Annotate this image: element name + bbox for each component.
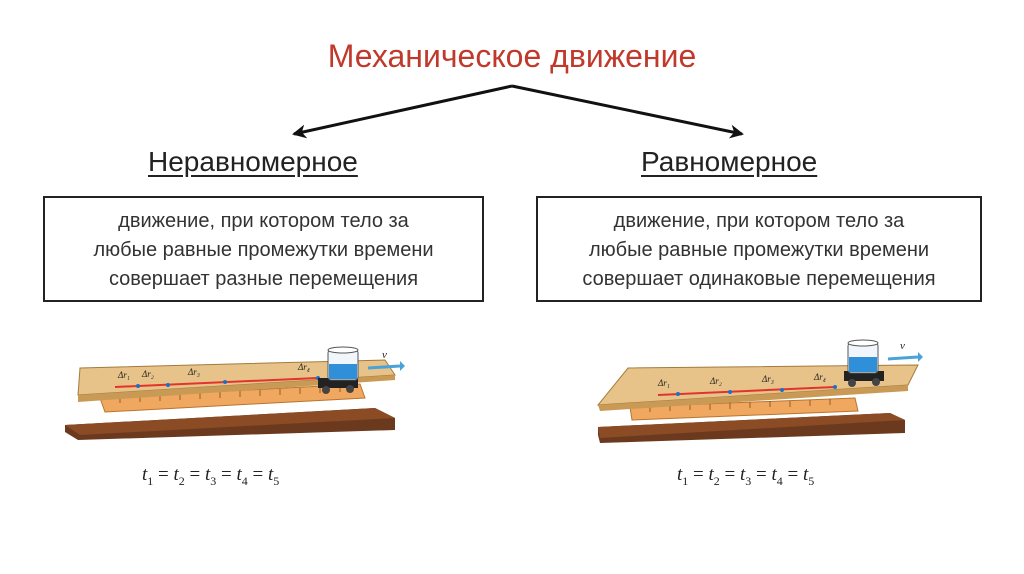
eq-symbol: t [677, 464, 683, 485]
eq-subscript: 2 [713, 473, 720, 488]
eq-symbol: t [268, 464, 274, 485]
definition-line: совершает одинаковые перемещения [582, 268, 936, 290]
arrow-to-nonuniform [292, 84, 513, 139]
time-equality-uniform: t1 = t2 = t3 = t4 = t5 [677, 464, 814, 489]
definition-line: любые равные промежутки времени [588, 239, 930, 261]
vector-label: Δr₃ [187, 367, 200, 377]
ruler [629, 397, 859, 421]
level-board-illustration: Δr₁ Δr₂ Δr₃ Δr₄ v [596, 339, 923, 443]
vector-label: Δr₃ [761, 374, 774, 384]
eq-subscript: 3 [210, 473, 217, 488]
eq-symbol: t [173, 464, 179, 485]
eq-subscript: 2 [178, 473, 185, 488]
definition-line: совершает разные перемещения [108, 268, 419, 290]
eq-operator: = [252, 464, 264, 485]
eq-operator: = [787, 464, 799, 485]
eq-subscript: 1 [147, 473, 154, 488]
eq-operator: = [158, 464, 169, 485]
definition-line: движение, при котором тело за [613, 210, 905, 232]
eq-operator: = [693, 464, 704, 485]
eq-subscript: 3 [745, 473, 752, 488]
eq-symbol: t [740, 464, 746, 485]
eq-subscript: 1 [682, 473, 689, 488]
vector-label: Δr₄ [813, 372, 826, 382]
eq-subscript: 5 [273, 473, 280, 488]
vector-label: Δr₁ [657, 378, 670, 388]
eq-subscript: 5 [808, 473, 815, 488]
definition-box-nonuniform: движение, при котором тело за любые равн… [43, 196, 484, 302]
eq-operator: = [756, 464, 767, 485]
trail-marks [676, 385, 837, 396]
definition-line: движение, при котором тело за [118, 210, 409, 232]
inclined-board-illustration: Δr₁ Δr₂ Δr₃ Δr₄ v [65, 346, 405, 440]
eq-symbol: t [803, 464, 809, 485]
page-title: Механическое движение [327, 38, 697, 74]
velocity-label: v [900, 340, 905, 352]
eq-symbol: t [771, 464, 777, 485]
velocity-arrow [887, 355, 919, 361]
motion-trail [114, 377, 319, 388]
eq-operator: = [189, 464, 201, 485]
eq-symbol: t [142, 464, 148, 485]
eq-symbol: t [236, 464, 242, 485]
cart-with-beaker [318, 346, 359, 394]
velocity-arrow [367, 364, 401, 370]
vector-label: Δr₄ [297, 362, 310, 372]
eq-subscript: 4 [241, 473, 248, 488]
eq-operator: = [724, 464, 736, 485]
motion-trail [657, 386, 836, 396]
vector-label: Δr₁ [117, 370, 130, 380]
time-equality-nonuniform: t1 = t2 = t3 = t4 = t5 [142, 464, 279, 489]
velocity-label: v [382, 349, 387, 361]
vector-label: Δr₂ [141, 369, 154, 379]
eq-symbol: t [205, 464, 211, 485]
arrow-to-uniform [511, 84, 744, 139]
heading-nonuniform: Неравномерное [148, 146, 358, 177]
vector-label: Δr₂ [709, 376, 722, 386]
heading-uniform: Равномерное [641, 146, 818, 177]
definition-line: любые равные промежутки времени [93, 239, 434, 261]
eq-operator: = [221, 464, 232, 485]
definition-box-uniform: движение, при котором тело за любые равн… [536, 196, 982, 302]
eq-subscript: 4 [776, 473, 783, 488]
ruler [99, 383, 366, 413]
eq-symbol: t [708, 464, 714, 485]
cart-with-beaker [844, 339, 884, 387]
